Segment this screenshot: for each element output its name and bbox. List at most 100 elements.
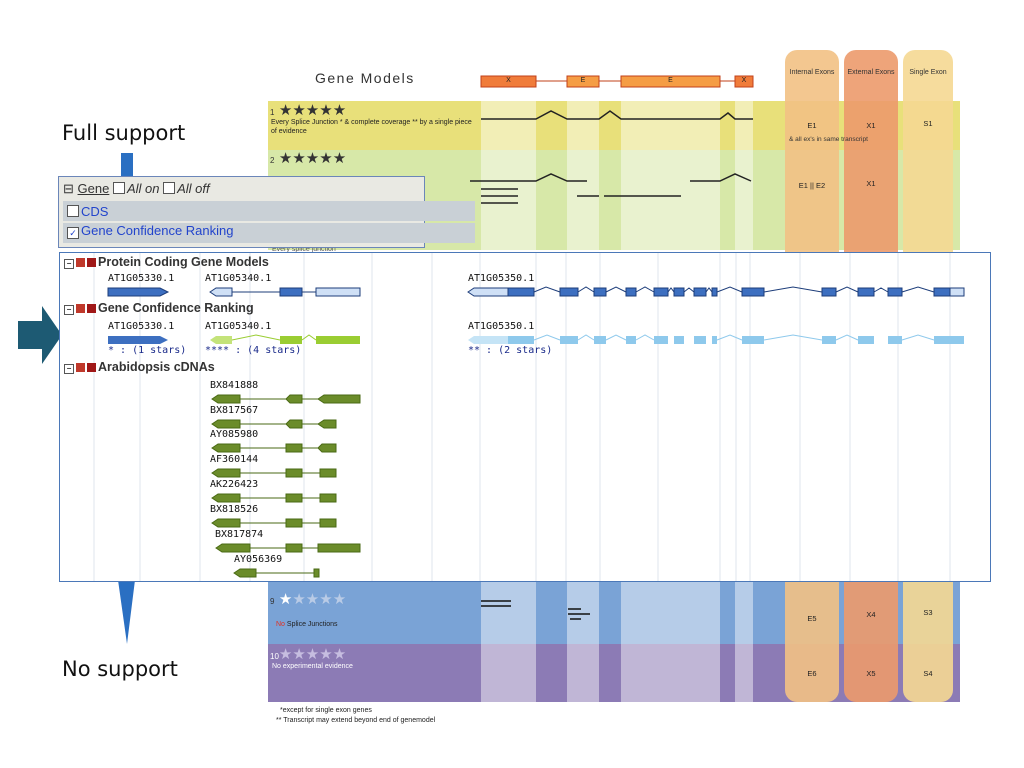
confidence-at1g05350	[468, 336, 964, 344]
row-10-external: X5	[866, 669, 876, 678]
gene-models-title: Gene Models	[315, 70, 415, 86]
row-10-description: No experimental evidence	[272, 663, 353, 670]
confidence-gene-1[interactable]: AT1G05330.1	[108, 321, 175, 332]
confidence-rating-3: ** : (2 stars)	[468, 345, 553, 356]
collapse-cdna-icon[interactable]: −	[64, 364, 74, 374]
pointer-arrow	[18, 306, 62, 364]
support-arrow	[118, 580, 135, 644]
track-confidence-title: Gene Confidence Ranking	[98, 301, 254, 315]
cdna-label-6[interactable]: BX818526	[210, 504, 259, 515]
track-cdna-header: − Arabidopsis cDNAs	[64, 360, 215, 374]
help-icon[interactable]	[87, 304, 96, 313]
cds-option[interactable]: CDS	[63, 201, 475, 221]
gene-panel-header: ⊟ Gene All on All off	[63, 181, 210, 197]
gene-panel: ⊟ Gene All on All off CDS ✓Gene Confiden…	[58, 176, 475, 248]
no-support-label: No support	[62, 657, 178, 681]
row-9-external: X4	[866, 610, 876, 619]
cdna-af360144	[211, 468, 241, 478]
collapse-toggle-icon[interactable]: ⊟	[63, 181, 74, 196]
cds-label: CDS	[81, 204, 109, 219]
browser-tracks	[93, 253, 965, 581]
all-on-label: All on	[126, 181, 160, 196]
full-support-label: Full support	[62, 121, 186, 145]
gene-link[interactable]: Gene	[77, 181, 110, 196]
row-9-internal: E5	[807, 614, 817, 623]
row-1-external: X1	[866, 121, 876, 130]
help-icon[interactable]	[87, 258, 96, 267]
footnote-1: *except for single exon genes	[280, 707, 372, 714]
track-protein-title: Protein Coding Gene Models	[98, 255, 269, 269]
row-9-single: S3	[923, 608, 933, 617]
gene-model-at1g05350	[467, 287, 965, 297]
gene-confidence-checkbox[interactable]: ✓	[67, 227, 79, 239]
rss-icon[interactable]	[76, 363, 85, 372]
row-1-rating: 1 ★★★★★	[270, 101, 347, 119]
row-10-internal: E6	[807, 669, 817, 678]
all-off-label: All off	[177, 181, 210, 196]
footnote-2: ** Transcript may extend beyond end of g…	[276, 717, 436, 724]
grid-lines	[93, 253, 951, 581]
confidence-gene-3[interactable]: AT1G05350.1	[468, 321, 535, 332]
rss-icon[interactable]	[76, 258, 85, 267]
row2-evidence-a	[470, 173, 587, 182]
cdna-ak226423	[211, 493, 241, 503]
column-head-internal: Internal Exons	[789, 69, 835, 76]
cds-checkbox[interactable]	[67, 205, 79, 217]
track-protein-header: − Protein Coding Gene Models	[64, 255, 269, 269]
cdna-bx817567	[211, 419, 241, 429]
track-confidence-header: − Gene Confidence Ranking	[64, 301, 254, 315]
support-bar	[121, 153, 133, 177]
protein-gene-3[interactable]: AT1G05350.1	[468, 273, 535, 284]
protein-gene-2[interactable]: AT1G05340.1	[205, 273, 272, 284]
row-1-internal: E1	[807, 121, 817, 130]
row-2-rating: 2 ★★★★★	[270, 149, 347, 167]
genome-browser-panel: −Protein Coding Gene Models AT1G05330.1 …	[59, 252, 991, 582]
row-9-description: No Splice Junctions	[276, 621, 338, 628]
cdna-ay085980	[211, 443, 241, 453]
exon-bar-label-4: X	[741, 77, 747, 84]
help-icon[interactable]	[87, 363, 96, 372]
cdna-label-7[interactable]: BX817874	[215, 529, 264, 540]
gene-model-at1g05330	[107, 287, 170, 297]
cdna-label-3[interactable]: AY085980	[210, 429, 259, 440]
protein-gene-1[interactable]: AT1G05330.1	[108, 273, 175, 284]
row-10-rating: 10★★★★★	[270, 645, 347, 663]
all-off-checkbox[interactable]	[163, 182, 176, 194]
cdna-label-5[interactable]: AK226423	[210, 479, 259, 490]
exon-bar-label-2: E	[580, 77, 586, 84]
row1-evidence	[481, 110, 753, 120]
cdna-label-8[interactable]: AY056369	[234, 554, 283, 565]
row-10-single: S4	[923, 669, 933, 678]
row-1-description: Every Splice Junction * & complete cover…	[271, 119, 472, 135]
column-head-single: Single Exon	[909, 69, 947, 76]
row-2-external: X1	[866, 179, 876, 188]
cdna-bx818526	[211, 518, 241, 528]
collapse-confidence-icon[interactable]: −	[64, 305, 74, 315]
cdna-ay056369	[233, 568, 257, 578]
confidence-rating-2: **** : (4 stars)	[205, 345, 302, 356]
gene-confidence-option[interactable]: ✓Gene Confidence Ranking	[63, 223, 475, 243]
row-1-single: S1	[923, 119, 933, 128]
cdna-bx817874	[215, 543, 251, 553]
confidence-rating-1: * : (1 stars)	[108, 345, 187, 356]
row-9-rating: 9 ★★★★★	[270, 590, 347, 608]
confidence-at1g05330	[108, 336, 168, 344]
gene-confidence-label: Gene Confidence Ranking	[81, 223, 234, 238]
gene-model-at1g05340-c	[315, 287, 361, 297]
cdna-label-2[interactable]: BX817567	[210, 405, 259, 416]
exon-bar-label-3: E	[668, 77, 673, 84]
exon-bar-label-1: X	[506, 77, 511, 84]
cdna-label-1[interactable]: BX841888	[210, 380, 259, 391]
gene-model-at1g05340-b	[279, 287, 303, 297]
track-cdna-title: Arabidopsis cDNAs	[98, 360, 215, 374]
collapse-protein-icon[interactable]: −	[64, 259, 74, 269]
rss-icon[interactable]	[76, 304, 85, 313]
cdna-label-4[interactable]: AF360144	[210, 454, 259, 465]
gene-model-at1g05340-a	[209, 287, 233, 297]
confidence-gene-2[interactable]: AT1G05340.1	[205, 321, 272, 332]
confidence-at1g05340	[210, 336, 360, 344]
column-head-external: External Exons	[847, 69, 895, 76]
cdna-bx841888	[211, 394, 241, 404]
all-on-checkbox[interactable]	[112, 182, 125, 194]
row-1-note: & all ex's in same transcript	[789, 136, 868, 143]
